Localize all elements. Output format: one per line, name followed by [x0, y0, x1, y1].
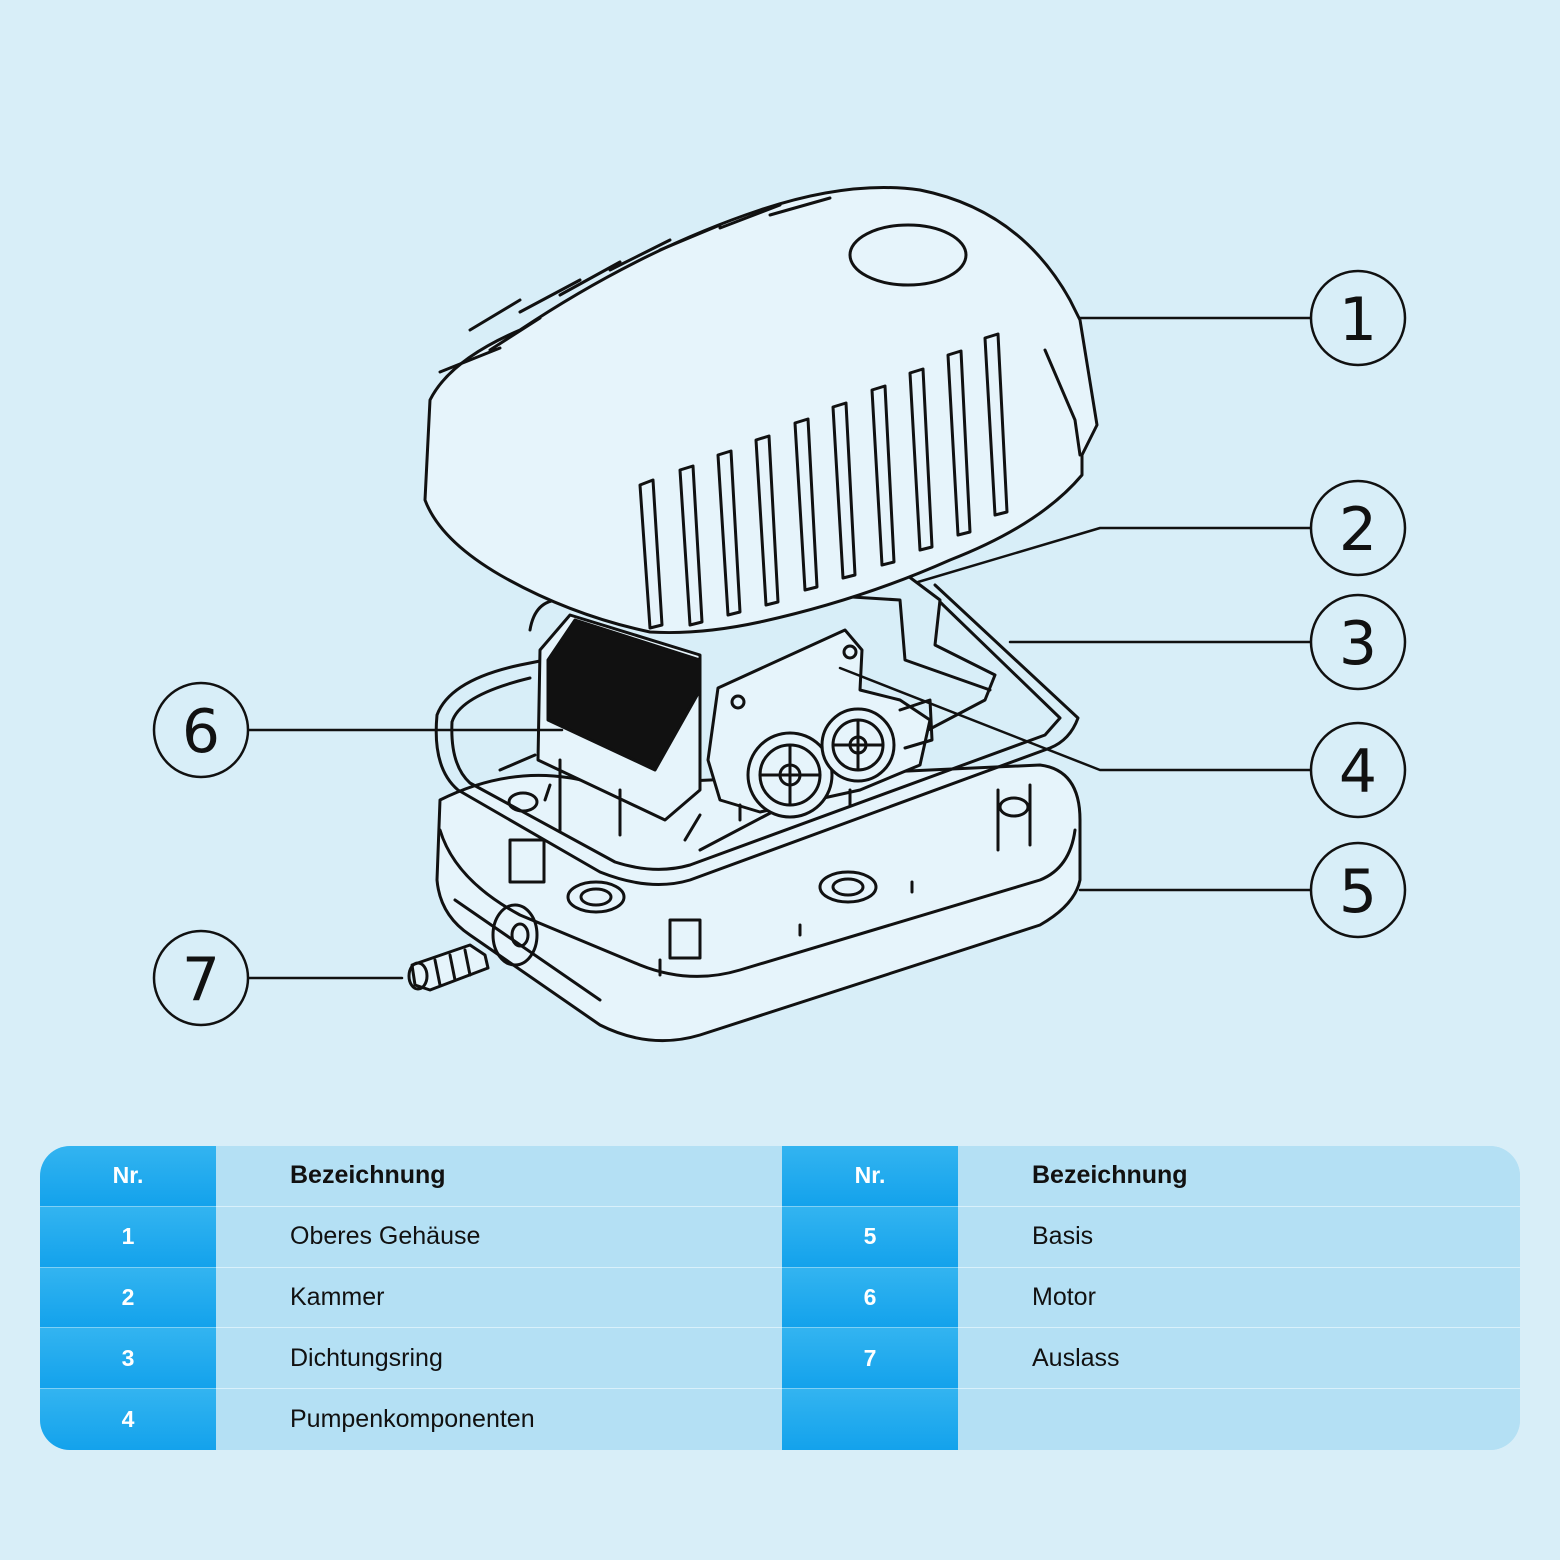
header-name-right: Bezeichnung: [958, 1146, 1520, 1207]
callout-label-4: 4: [1339, 737, 1377, 807]
callout-label-7: 7: [182, 945, 220, 1015]
outlet-part: [407, 943, 490, 992]
header-name-left: Bezeichnung: [216, 1146, 782, 1207]
leader-line-4: [838, 666, 1314, 772]
header-nr-left: Nr.: [40, 1146, 216, 1207]
table-row-name: [958, 1389, 1520, 1450]
table-row-nr: 1: [40, 1206, 216, 1268]
table-row-nr: 6: [782, 1267, 958, 1329]
callout-circle-3: [1309, 593, 1407, 691]
table-row-nr: 4: [40, 1389, 216, 1450]
table-row-name: Oberes Gehäuse: [216, 1206, 782, 1268]
callout-label-2: 2: [1339, 495, 1377, 565]
table-row-name: Kammer: [216, 1267, 782, 1329]
callout-label-1: 1: [1339, 285, 1377, 355]
table-row-name: Pumpenkomponenten: [216, 1389, 782, 1450]
table-row-nr: 3: [40, 1328, 216, 1390]
callout-circle-5: [1309, 841, 1407, 939]
table-row-name: Auslass: [958, 1328, 1520, 1390]
callout-label-5: 5: [1339, 857, 1377, 927]
callout-circle-4: [1309, 721, 1407, 819]
callout-circle-6: [152, 681, 250, 779]
exploded-pump-diagram: 1 2 3 4 5 6 7: [152, 186, 1407, 1043]
sealing-ring-part: [434, 583, 1080, 886]
table-row-name: Dichtungsring: [216, 1328, 782, 1390]
leader-lines: [246, 316, 1314, 980]
callout-label-6: 6: [182, 697, 220, 767]
callout-circle-2: [1309, 479, 1407, 577]
table-row-nr: 5: [782, 1206, 958, 1268]
callout-numbers: 1 2 3 4 5 6 7: [182, 285, 1377, 1015]
table-row-nr: 2: [40, 1267, 216, 1329]
table-row-name: Basis: [958, 1206, 1520, 1268]
callout-circle-7: [152, 929, 250, 1027]
pump-components-part: [706, 628, 934, 822]
callout-label-3: 3: [1339, 609, 1377, 679]
table-row-name: Motor: [958, 1267, 1520, 1329]
table-row-nr: 7: [782, 1328, 958, 1390]
base-part: [435, 763, 1082, 1043]
chamber-part: [498, 568, 997, 852]
table-row-nr: [782, 1389, 958, 1450]
parts-table: Nr. Bezeichnung Nr. Bezeichnung 1 Oberes…: [40, 1146, 1520, 1450]
callout-circle-1: [1309, 269, 1407, 367]
callout-circles: [152, 269, 1407, 1027]
leader-line-2: [916, 526, 1314, 584]
header-nr-right: Nr.: [782, 1146, 958, 1207]
upper-housing-part: [423, 186, 1099, 635]
